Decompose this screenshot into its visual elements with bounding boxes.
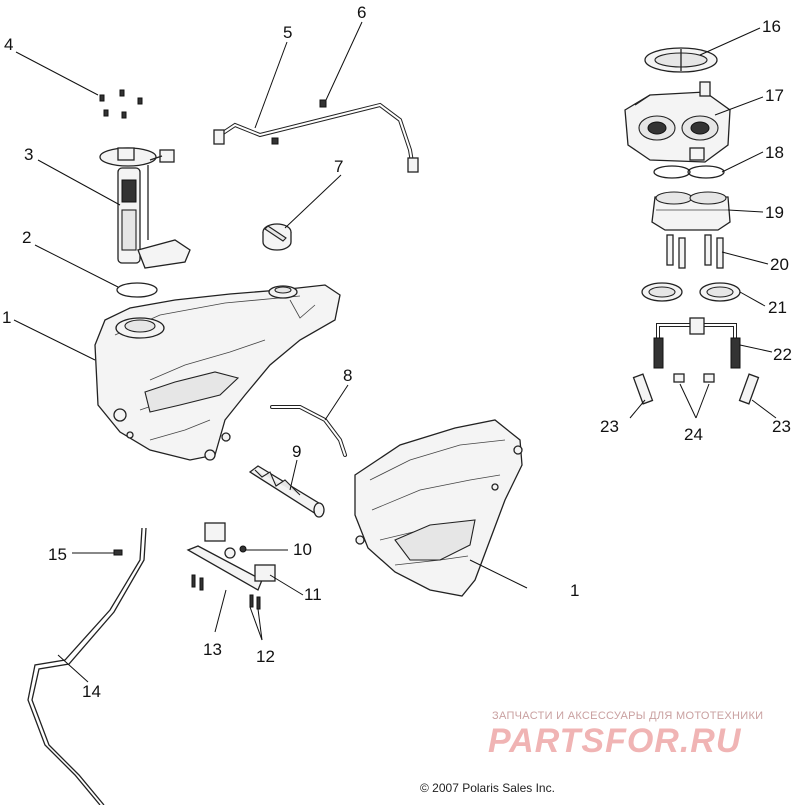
copyright-notice: © 2007 Polaris Sales Inc. bbox=[420, 781, 555, 795]
clips-24 bbox=[673, 373, 715, 383]
callout-16: 16 bbox=[762, 17, 781, 36]
callout-10: 10 bbox=[293, 540, 312, 559]
callout-21: 21 bbox=[768, 298, 787, 317]
fuel-cap bbox=[262, 223, 292, 251]
injectors-23 bbox=[632, 373, 760, 405]
fuel-tank-upper bbox=[94, 284, 341, 461]
clamps-21 bbox=[641, 282, 741, 302]
callout-17: 17 bbox=[765, 86, 784, 105]
bracket-assembly bbox=[186, 522, 276, 610]
callout-18: 18 bbox=[765, 143, 784, 162]
callout-23b: 23 bbox=[772, 417, 791, 436]
callout-11: 11 bbox=[304, 585, 322, 604]
throttle-body bbox=[624, 81, 731, 163]
fuel-tank-lower bbox=[354, 419, 523, 597]
drain-line bbox=[27, 527, 147, 805]
vent-hose bbox=[270, 405, 347, 457]
intake-boots-19 bbox=[651, 191, 731, 231]
callout-19: 19 bbox=[765, 203, 784, 222]
fuel-rail-22 bbox=[653, 317, 741, 369]
screws bbox=[99, 89, 143, 119]
callout-5: 5 bbox=[283, 23, 292, 42]
callout-6: 6 bbox=[357, 3, 366, 22]
callout-8: 8 bbox=[343, 366, 352, 385]
bolts-20 bbox=[666, 234, 724, 269]
fuel-line bbox=[213, 99, 419, 173]
callout-15: 15 bbox=[48, 545, 67, 564]
callout-24: 24 bbox=[684, 425, 703, 444]
clip-15 bbox=[113, 549, 123, 556]
gaskets-18 bbox=[653, 165, 725, 179]
callout-2: 2 bbox=[22, 228, 31, 247]
callout-numbers: 1 1 2 3 4 5 6 7 8 9 10 11 12 13 14 15 16… bbox=[2, 3, 792, 701]
callout-22: 22 bbox=[773, 345, 792, 364]
watermark-tagline: ЗАПЧАСТИ И АКСЕССУАРЫ ДЛЯ МОТОТЕХНИКИ bbox=[492, 710, 764, 722]
callout-1b: 1 bbox=[570, 581, 579, 600]
callout-7: 7 bbox=[334, 157, 343, 176]
leader-lines bbox=[13, 21, 777, 683]
callout-4: 4 bbox=[4, 35, 13, 54]
callout-14: 14 bbox=[82, 682, 101, 701]
watermark-brand: PARTSFOR.RU bbox=[488, 722, 742, 760]
callout-23a: 23 bbox=[600, 417, 619, 436]
callout-3: 3 bbox=[24, 145, 33, 164]
seal-16 bbox=[644, 47, 718, 73]
callout-12: 12 bbox=[256, 647, 275, 666]
callout-13: 13 bbox=[203, 640, 222, 659]
callout-20: 20 bbox=[770, 255, 789, 274]
filler-tube bbox=[248, 465, 325, 518]
fuel-pump bbox=[99, 147, 191, 269]
callout-1a: 1 bbox=[2, 308, 11, 327]
callout-9: 9 bbox=[292, 442, 301, 461]
o-ring bbox=[116, 282, 158, 298]
